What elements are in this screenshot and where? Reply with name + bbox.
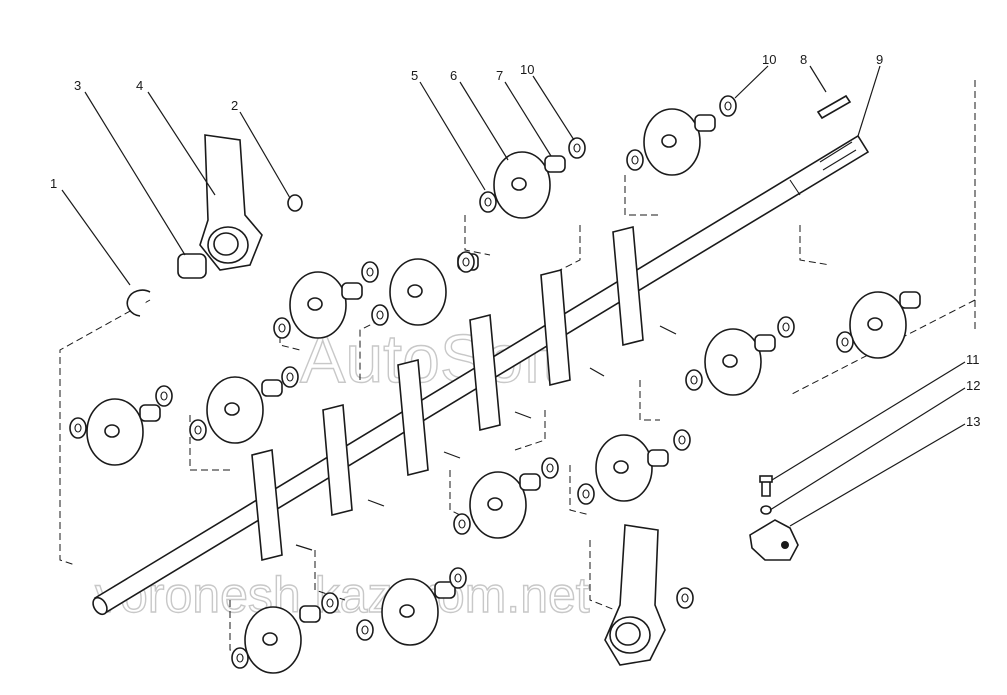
lever-plates [251, 225, 644, 562]
callout-11: 11 [966, 352, 980, 367]
callout-13: 13 [966, 414, 980, 429]
callout-6: 6 [450, 68, 457, 83]
callout-8: 8 [800, 52, 807, 67]
callout-labels: 1 2 3 4 5 6 7 10 10 8 9 11 12 13 [50, 52, 980, 429]
callout-leaders [61, 65, 966, 527]
rollers [86, 108, 907, 674]
washers [69, 95, 854, 669]
crank-arm-top [199, 134, 263, 271]
callout-10-a: 10 [520, 62, 534, 77]
bushings [139, 114, 921, 623]
callout-1: 1 [50, 176, 57, 191]
callout-10-b: 10 [762, 52, 776, 67]
callout-12: 12 [966, 378, 980, 393]
small-parts [126, 94, 852, 561]
callout-9: 9 [876, 52, 883, 67]
crank-arm-bottom [604, 524, 666, 666]
callout-4: 4 [136, 78, 143, 93]
callout-7: 7 [496, 68, 503, 83]
callout-2: 2 [231, 98, 238, 113]
cotter-pins [295, 325, 677, 551]
callout-3: 3 [74, 78, 81, 93]
callout-5: 5 [411, 68, 418, 83]
watermark-url: voronesh.kazprom.net [95, 567, 590, 623]
